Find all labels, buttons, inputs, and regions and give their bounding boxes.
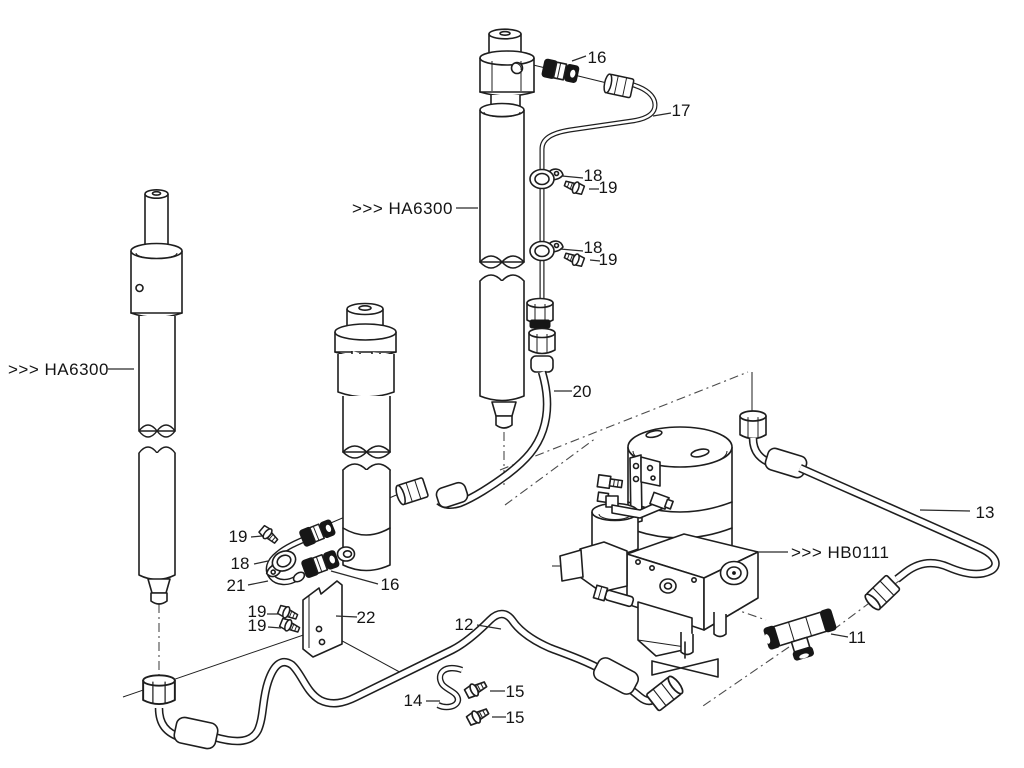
callout-18-upper: 18 (584, 166, 603, 185)
screw-19-bracket-2 (278, 616, 302, 636)
clamp-18-lower (529, 240, 564, 262)
callout-16-mid: 16 (381, 575, 400, 594)
cylinder-left-ha6300 (130, 189, 183, 605)
callout-15-lower: 15 (506, 708, 525, 727)
screw-19-mid (257, 523, 281, 547)
hose-21 (269, 536, 312, 584)
callout-17: 17 (672, 101, 691, 120)
hose-20-end-nut (393, 476, 430, 507)
callout-labels: 16 17 18 19 18 19 20 13 19 18 21 16 19 1… (227, 48, 995, 727)
pump-left-valve (552, 541, 628, 593)
cylinder-right-ha6300 (479, 28, 535, 429)
screw-19-upper (562, 177, 586, 197)
callout-11: 11 (848, 628, 866, 647)
callout-21: 21 (227, 576, 246, 595)
hose-12-end-nut-right (645, 673, 686, 713)
hose-13-end-nut (862, 574, 902, 613)
callout-18-mid: 18 (231, 554, 250, 573)
hose-12-end-nut-left (142, 674, 176, 706)
screw-15-lower (464, 704, 492, 728)
callout-19-bracket-1: 19 (248, 602, 267, 621)
cylinder-middle (334, 302, 397, 572)
tee-fitting-11 (763, 608, 837, 661)
tube-17-nut (601, 72, 635, 99)
pump-assembly-hb0111 (552, 426, 759, 678)
pump-stud-1 (680, 632, 694, 656)
callout-leader-lines (108, 55, 971, 718)
callout-19-bracket-2: 19 (248, 616, 267, 635)
hose-12 (142, 614, 686, 750)
fitting-21-adapter (298, 517, 337, 548)
callout-15-upper: 15 (506, 682, 525, 701)
callout-14: 14 (404, 691, 423, 710)
bracket-22 (302, 580, 343, 658)
clamp-18-upper (529, 168, 564, 190)
cross-references: >>> HA6300 >>> HA6300 >>> HB0111 (8, 199, 889, 562)
clamp-18-mid (260, 546, 300, 580)
screw-19-lower (562, 249, 586, 269)
pump-terminal-bolt (596, 474, 624, 490)
ref-link-hb0111[interactable]: >>> HB0111 (791, 543, 889, 562)
hose-13 (739, 410, 996, 613)
ref-link-ha6300-left[interactable]: >>> HA6300 (8, 360, 109, 379)
callout-12: 12 (455, 615, 474, 634)
tube-17-bottom-nut (526, 297, 554, 329)
callout-22: 22 (357, 608, 376, 627)
pump-stud-2 (713, 612, 727, 638)
callout-20: 20 (573, 382, 592, 401)
pump-valve-block (626, 533, 759, 631)
callout-13: 13 (976, 503, 995, 522)
callout-19-upper: 19 (599, 178, 618, 197)
callout-19-mid: 19 (229, 527, 248, 546)
clamp-14 (436, 665, 464, 711)
fitting-16-top (540, 57, 581, 85)
callout-18-lower: 18 (584, 238, 603, 257)
pump-funnel-base (651, 641, 719, 678)
callout-19-lower: 19 (599, 250, 618, 269)
hose-20 (393, 327, 556, 510)
ref-link-ha6300-mid[interactable]: >>> HA6300 (352, 199, 453, 218)
pump-gear-housing (592, 584, 693, 657)
fitting-16-mid (300, 548, 341, 580)
screw-15-upper (462, 677, 490, 701)
callout-16-top: 16 (588, 48, 607, 67)
